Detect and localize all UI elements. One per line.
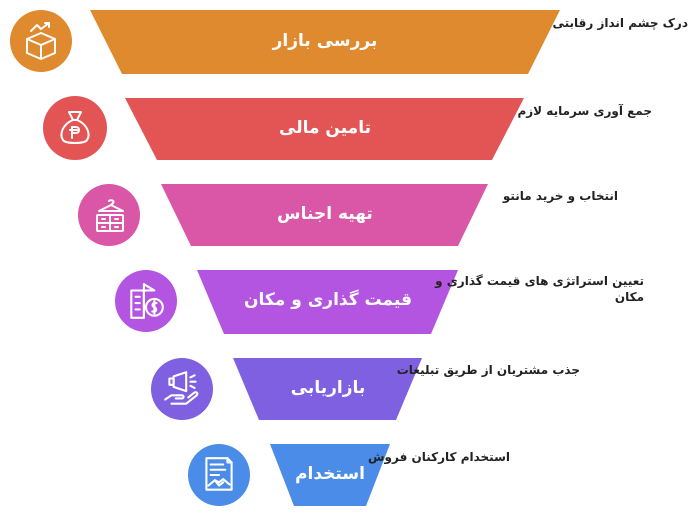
funnel-stage-6-shape (270, 444, 390, 506)
stage-4-icon-circle (115, 270, 177, 332)
funnel-stage-1-shape (90, 10, 560, 74)
stage-2-description: جمع آوری سرمایه لازم (517, 103, 652, 119)
stage-3-description-line-1: انتخاب و خرید مانتو (502, 189, 618, 203)
stage-3-label: تهیه اجناس (277, 204, 373, 224)
stage-2-label: تامین مالی (279, 118, 371, 138)
stage-2-description-line-1: جمع آوری سرمایه لازم (517, 104, 652, 118)
funnel-stage-4-shape (197, 270, 458, 334)
stage-3-icon-circle (78, 184, 140, 246)
stage-4-description-line-1: تعیین استراتژی های قیمت گذاری و (435, 274, 644, 288)
stage-4-description-line-2: مکان (614, 290, 644, 305)
stage-4-description: تعیین استراتژی های قیمت گذاری و مکان (435, 273, 644, 305)
stage-5-description: جذب مشتریان از طریق تبلیغات (397, 362, 580, 378)
money-bag-icon (60, 111, 90, 144)
stage-3-description: انتخاب و خرید مانتو (503, 188, 618, 204)
contract-handshake-icon (205, 457, 233, 491)
hanger-dresser-icon (96, 199, 124, 232)
stage-6-label: استخدام (295, 464, 365, 484)
box-growth-icon (26, 22, 56, 60)
stage-1-icon-circle (10, 10, 72, 72)
stage-2-icon-circle (43, 96, 107, 160)
funnel-stage-5-shape (233, 358, 422, 420)
stage-5-label: بازاریابی (290, 378, 366, 398)
stage-6-icon-circle (188, 444, 250, 506)
stage-6-description: استخدام کارکنان فروش (368, 449, 510, 465)
stage-5-description-line-1: جذب مشتریان از طریق تبلیغات (396, 363, 580, 377)
building-dollar-icon (130, 283, 164, 319)
stage-6-description-line-1: استخدام کارکنان فروش (367, 450, 510, 464)
stage-1-label: بررسی بازار (272, 31, 378, 51)
funnel-stage-2-shape (125, 98, 524, 160)
stage-5-icon-circle (151, 358, 213, 420)
stage-4-label: قیمت گذاری و مکان (244, 290, 412, 310)
megaphone-hand-icon (164, 371, 199, 405)
stage-1-description: درک چشم انداز رقابتی (552, 15, 688, 31)
funnel-stage-3-shape (161, 184, 488, 246)
stage-1-description-line-1: درک چشم انداز رقابتی (552, 16, 688, 30)
